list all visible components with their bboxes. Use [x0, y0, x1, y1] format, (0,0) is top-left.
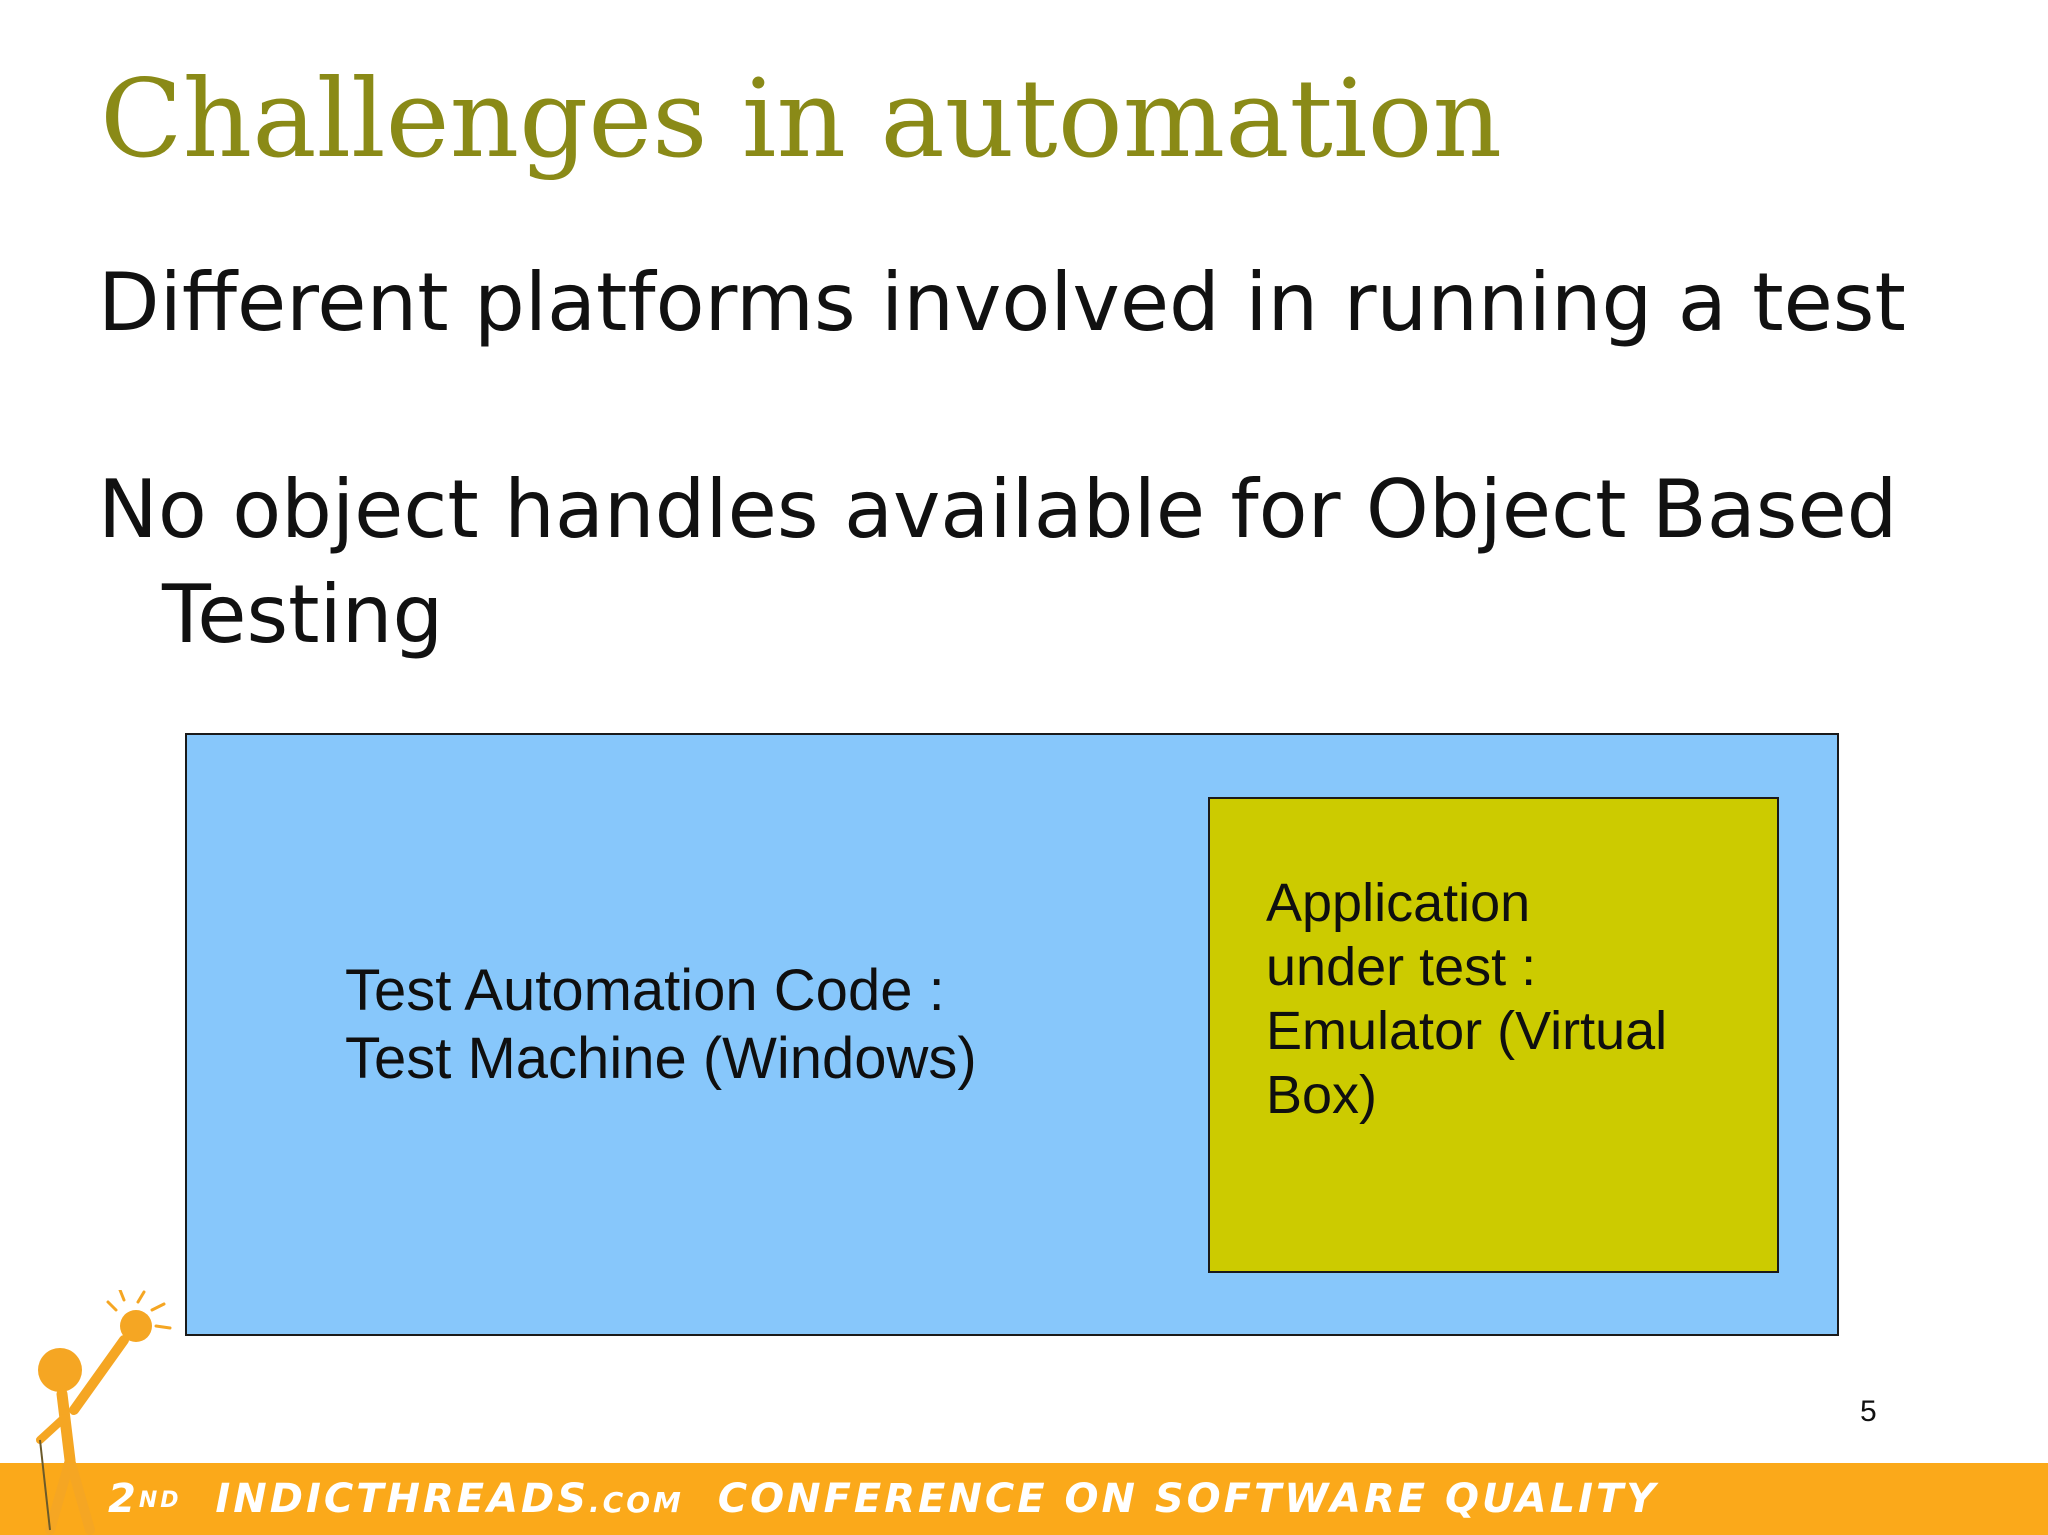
aut-label-line: Emulator (Virtual: [1266, 1001, 1668, 1061]
bullet-item: Different platforms involved in running …: [98, 250, 1978, 355]
footer-site-suffix: .COM: [589, 1486, 684, 1519]
aut-label-line: Application: [1266, 873, 1531, 933]
application-under-test-label: Application under test : Emulator (Virtu…: [1266, 871, 1746, 1127]
footer-bar: 2ND INDICTHREADS.COM CONFERENCE ON SOFTW…: [0, 1463, 2048, 1535]
application-under-test-box: Application under test : Emulator (Virtu…: [1208, 797, 1779, 1273]
footer-text: 2ND INDICTHREADS.COM CONFERENCE ON SOFTW…: [108, 1471, 1658, 1531]
slide-title: Challenges in automation: [100, 57, 1503, 182]
bullet-text: No object handles available for Object B…: [98, 463, 1898, 556]
bullet-text-continuation: Testing: [162, 568, 444, 661]
aut-label-line: under test :: [1266, 937, 1537, 997]
test-machine-label-line: Test Machine (Windows): [345, 1026, 977, 1091]
test-machine-label-line: Test Automation Code :: [345, 958, 945, 1023]
bullet-item: No object handles available for Object B…: [98, 457, 1978, 667]
page-number: 5: [1860, 1395, 1877, 1428]
bullet-list: Different platforms involved in running …: [98, 250, 1978, 769]
bullet-text: Different platforms involved in running …: [98, 256, 1906, 349]
footer-superscript: ND: [138, 1488, 182, 1513]
stick-figure-with-lightbulb-icon: [36, 1290, 172, 1535]
aut-label-line: Box): [1266, 1065, 1378, 1125]
test-machine-label: Test Automation Code : Test Machine (Win…: [345, 957, 977, 1093]
footer-site: INDICTHREADS: [215, 1476, 590, 1522]
footer-prefix: 2: [108, 1476, 139, 1522]
footer-rest: CONFERENCE ON SOFTWARE QUALITY: [717, 1476, 1659, 1522]
test-machine-box: Test Automation Code : Test Machine (Win…: [185, 733, 1839, 1336]
